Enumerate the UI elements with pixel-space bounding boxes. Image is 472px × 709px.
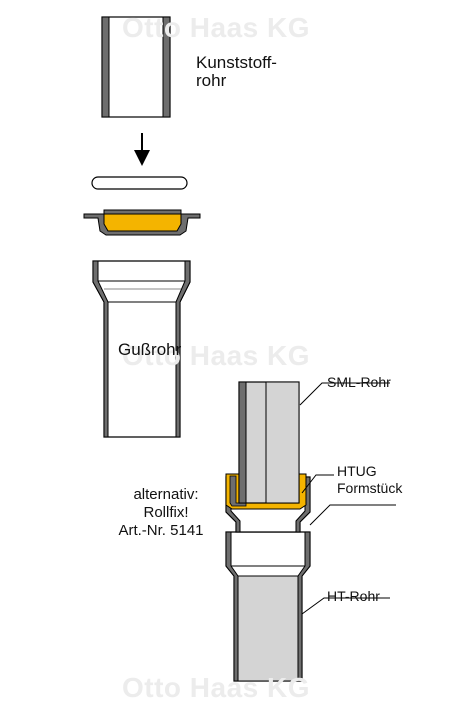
cast-iron-pipe-label: Gußrohr <box>118 340 182 359</box>
ht-pipe-label: HT-Rohr <box>327 588 380 604</box>
watermark-top: Otto Haas KG <box>122 12 311 43</box>
article-number-label: Art.-Nr. 5141 <box>118 522 204 539</box>
insert-arrow <box>134 133 150 166</box>
plastic-pipe <box>101 16 171 118</box>
htug-label-line2: Formstück <box>337 480 403 496</box>
plastic-pipe-label-line1: Kunststoff- <box>196 53 277 72</box>
watermark-bottom: Otto Haas KG <box>122 672 311 703</box>
leader-lines <box>299 382 396 615</box>
alternative-label-line1: alternativ: <box>133 486 199 503</box>
ht-pipe <box>225 531 311 682</box>
plastic-pipe-label-line2: rohr <box>196 71 227 90</box>
sml-pipe <box>238 381 300 504</box>
alternative-label-line2: Rollfix! <box>143 504 189 521</box>
sml-pipe-label: SML-Rohr <box>327 374 391 390</box>
watermark-middle: Otto Haas KG <box>122 340 311 371</box>
htug-label-line1: HTUG <box>337 463 377 479</box>
adapter-piece <box>83 209 201 236</box>
sealing-ring <box>91 176 188 190</box>
cast-iron-pipe <box>92 260 191 438</box>
